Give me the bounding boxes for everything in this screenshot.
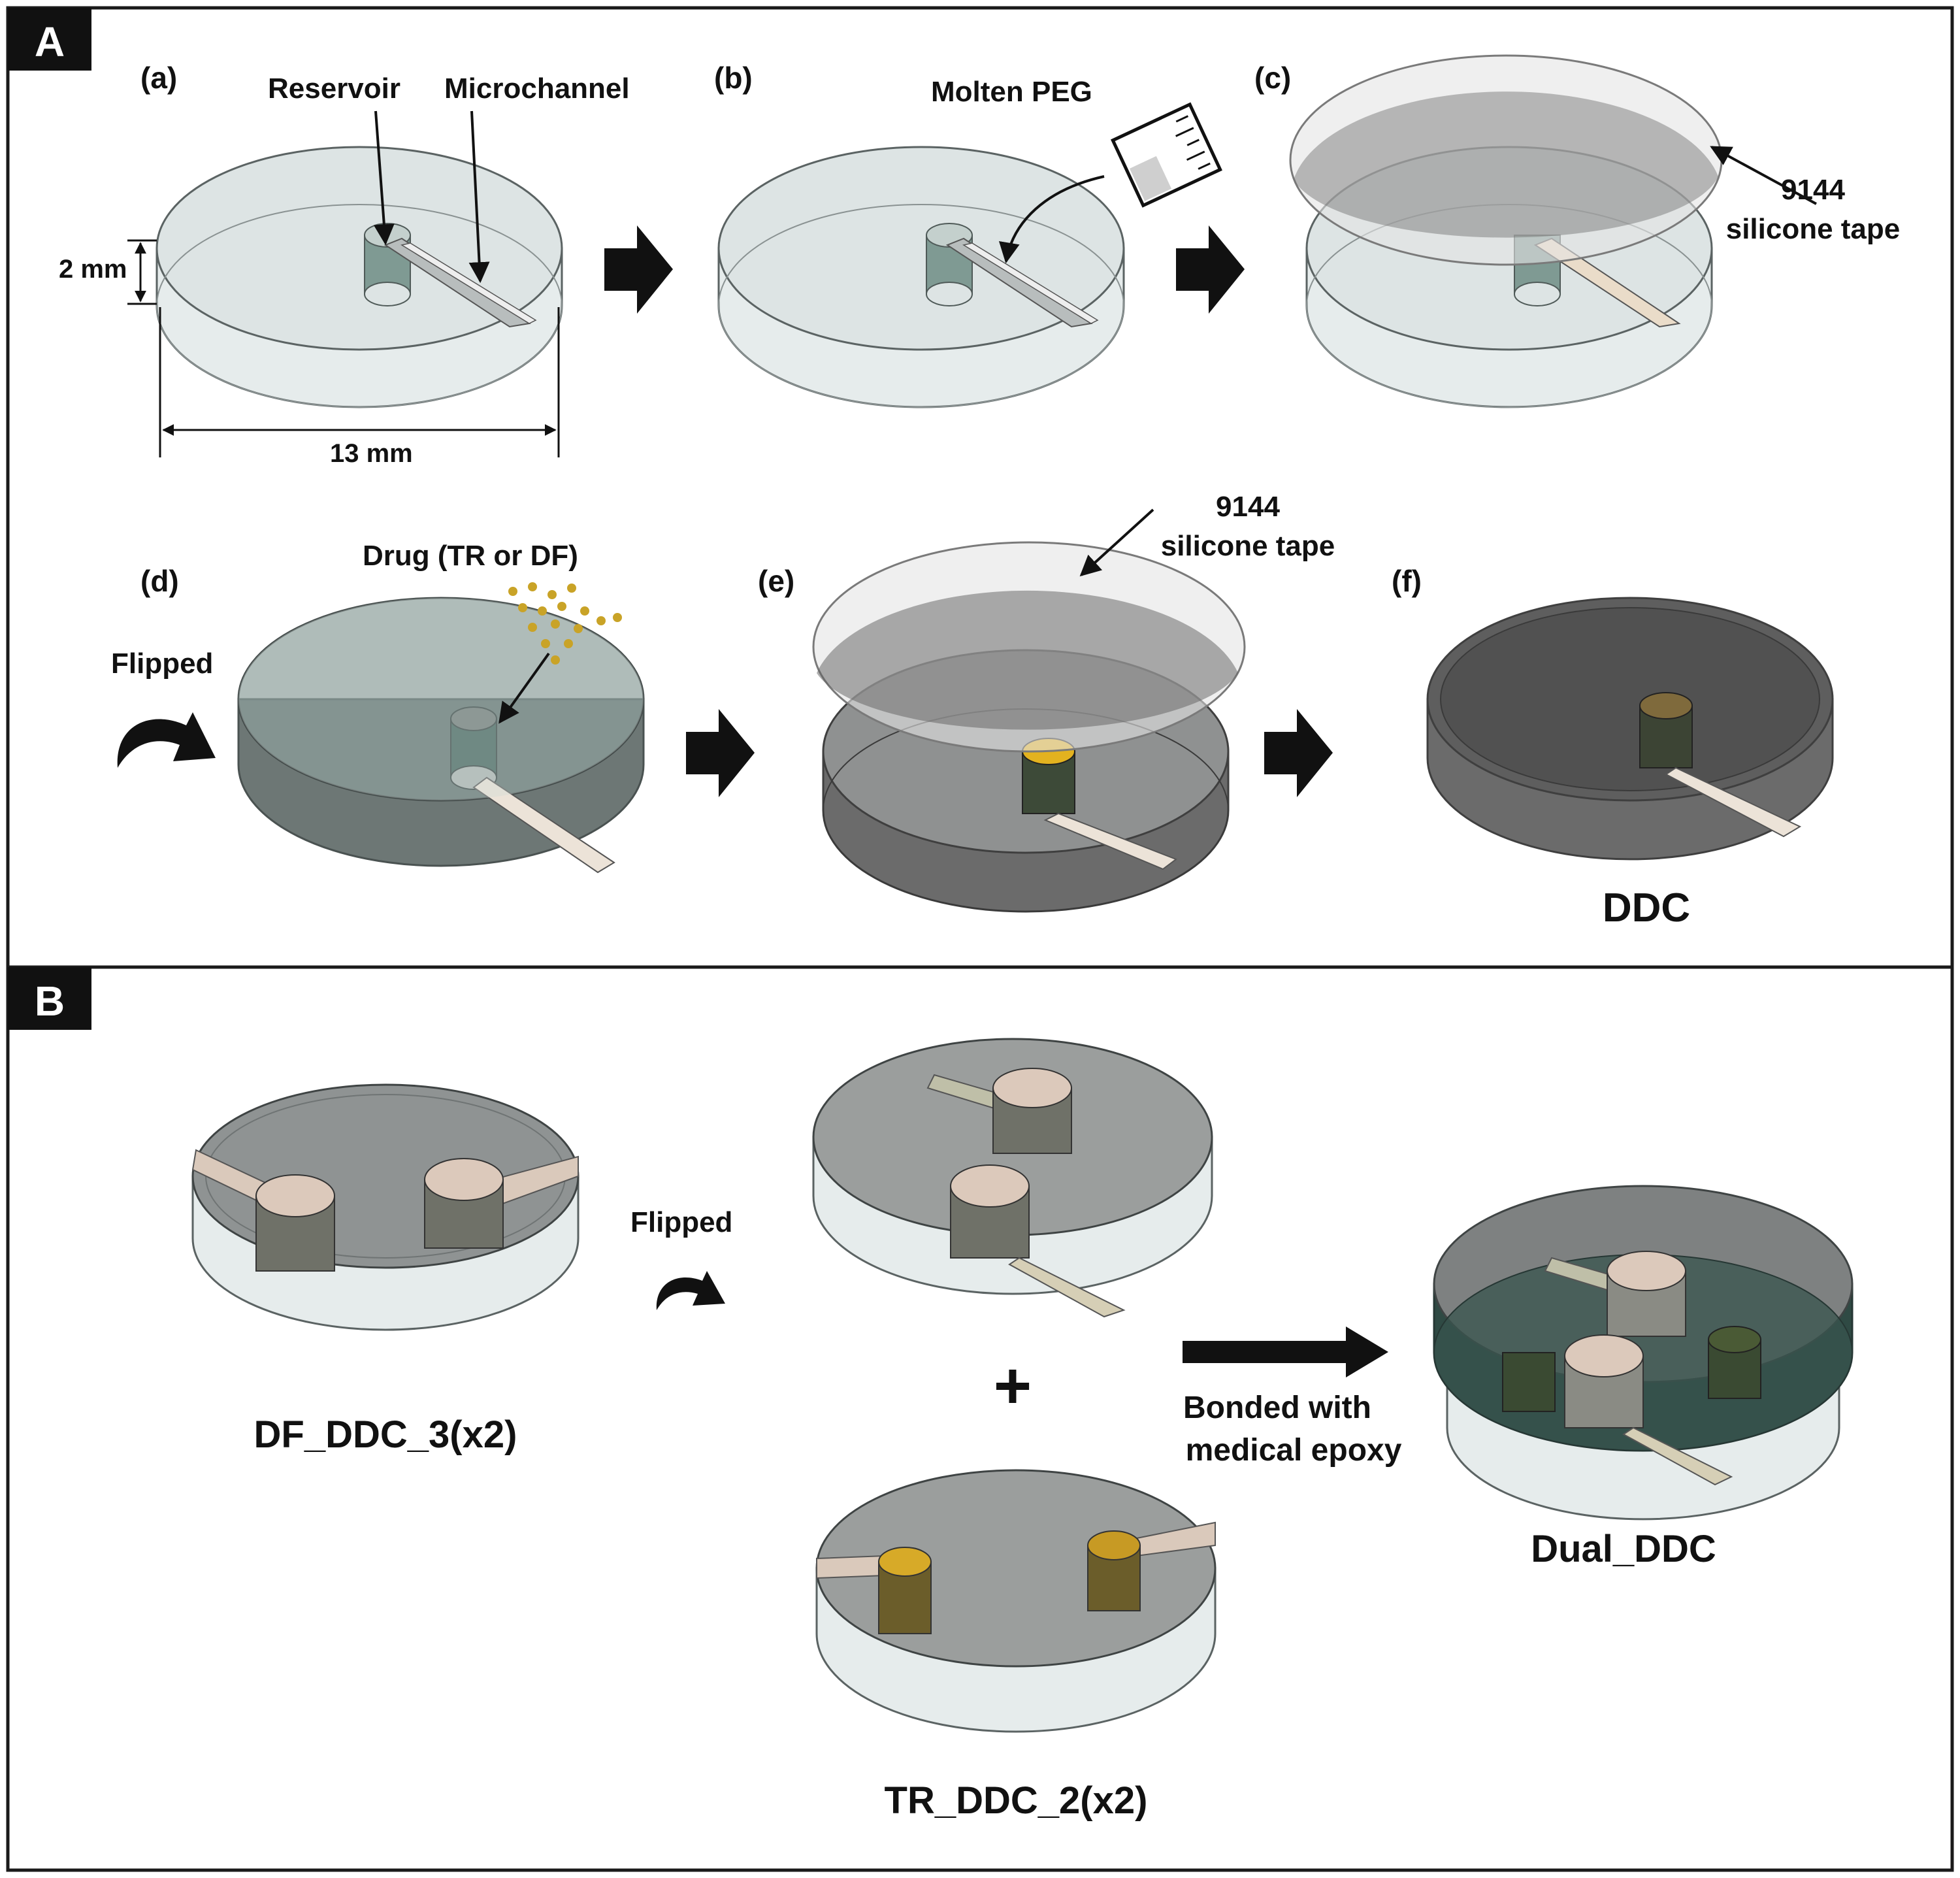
silicone-tape-e xyxy=(812,541,1246,753)
step-a-label: (a) xyxy=(140,61,177,95)
step-b-label: (b) xyxy=(714,61,753,95)
tape-label-e-line2: silicone tape xyxy=(1161,530,1335,562)
flipped-label-b: Flipped xyxy=(630,1206,732,1238)
disc-step-b xyxy=(717,146,1125,408)
plus-sign: + xyxy=(994,1349,1032,1423)
bonded-label-line1: Bonded with xyxy=(1183,1391,1371,1425)
dual-ddc-label: Dual_DDC xyxy=(1531,1528,1716,1570)
microchannel-pointer xyxy=(468,110,490,284)
flipped-disc xyxy=(812,1038,1213,1318)
reservoir-pointer xyxy=(373,110,395,246)
silicone-tape-c xyxy=(1289,54,1723,266)
disc-step-a xyxy=(155,146,563,408)
step-arrow-ef xyxy=(1264,709,1333,797)
step-e-label: (e) xyxy=(758,564,794,598)
bond-arrow xyxy=(1183,1326,1388,1377)
step-f-label: (f) xyxy=(1392,564,1422,598)
dual-ddc-disc xyxy=(1433,1185,1854,1521)
drug-particles xyxy=(508,582,622,665)
df-ddc-label: DF_DDC_3(x2) xyxy=(254,1413,517,1456)
step-arrow-ab xyxy=(604,225,673,314)
svg-text:B: B xyxy=(35,978,65,1025)
panel-a-tag: A xyxy=(8,8,91,71)
bonded-label-line2: medical epoxy xyxy=(1186,1433,1402,1468)
drug-pointer xyxy=(498,652,550,724)
tr-ddc-disc xyxy=(815,1469,1217,1733)
tape-pointer-c xyxy=(1710,146,1817,205)
flipped-label-a: Flipped xyxy=(111,648,213,680)
ddc-label: DDC xyxy=(1603,885,1690,931)
flip-arrow-a xyxy=(117,712,216,768)
df-ddc-disc xyxy=(191,1083,580,1331)
tr-ddc-label: TR_DDC_2(x2) xyxy=(885,1779,1148,1822)
disc-step-d xyxy=(237,597,645,874)
step-c-label: (c) xyxy=(1254,61,1291,95)
step-arrow-de xyxy=(686,709,755,797)
tape-label-c-line1: 9144 xyxy=(1781,174,1845,206)
beaker-icon xyxy=(1110,102,1222,208)
pour-arrow xyxy=(998,175,1105,264)
panel-b-frame xyxy=(6,965,1954,1872)
tape-label-c-line2: silicone tape xyxy=(1726,213,1901,245)
microchannel-label: Microchannel xyxy=(444,73,630,105)
flip-arrow-b xyxy=(656,1271,725,1310)
panel-b-tag: B xyxy=(8,967,91,1030)
step-d-label: (d) xyxy=(140,564,179,598)
svg-text:A: A xyxy=(35,18,65,65)
tape-label-e-line1: 9144 xyxy=(1216,491,1280,523)
drug-label: Drug (TR or DF) xyxy=(363,540,578,572)
width-label: 13 mm xyxy=(330,439,413,468)
step-arrow-bc xyxy=(1176,225,1245,314)
reservoir-label: Reservoir xyxy=(268,73,400,105)
disc-step-f xyxy=(1426,597,1834,861)
height-label: 2 mm xyxy=(59,255,127,284)
tape-pointer-e xyxy=(1079,508,1154,577)
molten-peg-label: Molten PEG xyxy=(931,76,1092,108)
